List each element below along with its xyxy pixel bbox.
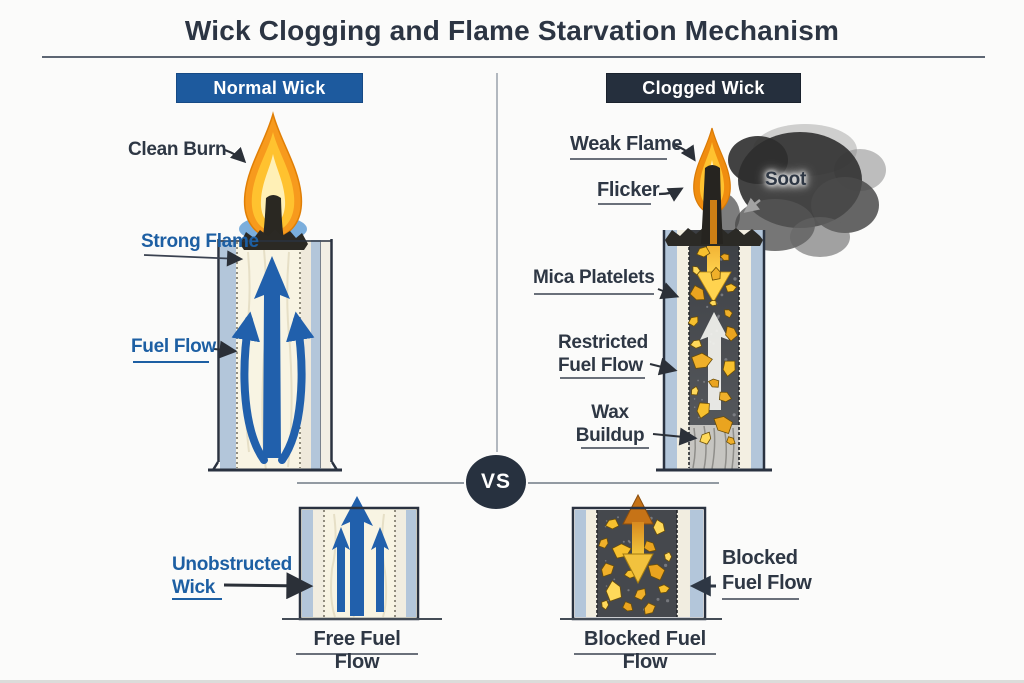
blocked-flow-double-arrow	[622, 493, 654, 585]
label-wax-buildup: Wax Buildup	[575, 402, 645, 446]
header-normal-wick: Normal Wick	[176, 73, 363, 103]
label-flicker: Flicker	[597, 179, 660, 201]
label-restricted-fuel-flow: Restricted Fuel Flow	[558, 332, 648, 376]
label-clean-burn: Clean Burn	[128, 139, 227, 160]
fuel-flow-arrows	[231, 256, 315, 464]
label-fuel-flow: Fuel Flow	[131, 336, 216, 357]
blocked-wick-section	[560, 493, 722, 621]
free-flow-arrows	[332, 496, 389, 616]
bottom-edge	[0, 680, 1024, 683]
caption-blocked-fuel-flow: Blocked Fuel Flow	[583, 628, 707, 673]
header-clogged-wick: Clogged Wick	[606, 73, 801, 103]
wick	[261, 195, 286, 246]
label-strong-flame: Strong Flame	[141, 231, 259, 252]
label-mica-platelets: Mica Platelets	[533, 267, 655, 288]
label-blocked-fuel-flow: Blocked Fuel Flow	[722, 547, 812, 594]
weak-upward-flow-arrow	[700, 312, 729, 410]
label-unobstructed-wick: Unobstructed Wick	[172, 554, 292, 598]
page-title: Wick Clogging and Flame Starvation Mecha…	[184, 15, 840, 46]
label-weak-flame: Weak Flame	[570, 133, 683, 155]
caption-free-fuel-flow: Free Fuel Flow	[313, 628, 401, 673]
normal-candle-illustration	[208, 111, 342, 472]
vs-badge: VS	[466, 455, 526, 509]
unobstructed-wick-section	[282, 496, 442, 621]
label-pointers	[133, 143, 799, 655]
mica-platelets-cluster	[598, 515, 673, 615]
mica-platelets-cluster	[687, 246, 739, 445]
label-soot: Soot	[765, 169, 807, 190]
